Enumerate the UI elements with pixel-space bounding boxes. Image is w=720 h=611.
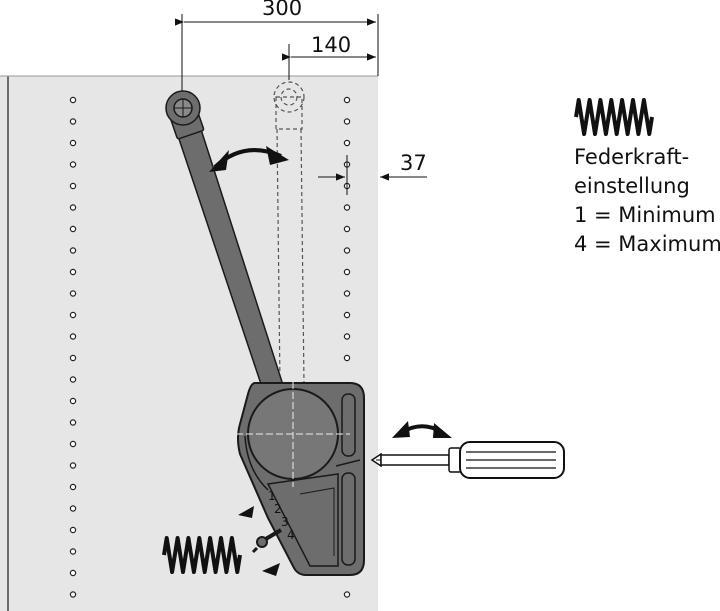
housing-slot-lower: [341, 472, 356, 566]
mounting-hole: [69, 311, 77, 319]
legend-line-3: 1 = Minimum: [574, 203, 716, 227]
mounting-hole: [69, 290, 77, 297]
mounting-hole: [69, 225, 77, 233]
rotation-arrow-head-right: [433, 423, 452, 438]
mounting-hole: [69, 419, 77, 426]
mounting-hole: [343, 204, 351, 211]
mounting-hole: [69, 354, 77, 362]
mounting-hole: [69, 161, 77, 168]
dimension-300: 300: [175, 0, 379, 92]
mounting-hole: [69, 462, 77, 469]
spring-icon-mechanism: [162, 536, 242, 574]
mounting-hole: [69, 376, 77, 383]
spring-icon-legend: [574, 98, 654, 136]
mounting-hole: [69, 505, 77, 512]
mounting-hole: [343, 225, 351, 233]
mounting-hole: [343, 96, 351, 104]
mounting-hole: [69, 397, 77, 405]
mounting-hole: [343, 354, 351, 362]
adjustment-pointer-upper: [238, 506, 254, 518]
housing-slot-upper: [341, 393, 356, 457]
hole-row-left: [69, 96, 77, 598]
adjustment-pointer-lower: [262, 563, 280, 576]
scale-3: 3: [281, 515, 289, 529]
mounting-hole: [343, 268, 351, 276]
adjustment-scale: 1 2 3 4: [268, 489, 295, 542]
mounting-hole: [69, 96, 77, 104]
dimension-140-label: 140: [311, 33, 351, 57]
drum-centre-lines: [236, 382, 350, 487]
arm-swing-arrow-head-left: [209, 150, 229, 172]
legend-line-2: einstellung: [574, 174, 690, 198]
mounting-hole: [343, 118, 351, 125]
adjustment-key: [251, 528, 283, 554]
mounting-hole: [343, 247, 351, 254]
mounting-hole: [69, 182, 77, 190]
mounting-hole: [69, 440, 77, 448]
mounting-hole: [343, 591, 351, 598]
rotation-arrow-head-left: [392, 421, 410, 438]
lift-arm: [165, 90, 284, 388]
lift-arm-alternate-position: [273, 81, 305, 386]
mounting-hole: [69, 118, 77, 125]
mounting-hole: [69, 526, 77, 534]
mounting-hole: [69, 247, 77, 254]
legend-line-4: 4 = Maximum: [574, 232, 720, 256]
dimension-37: 37: [318, 151, 427, 195]
mounting-hole: [343, 139, 351, 147]
mounting-hole: [69, 569, 77, 577]
mounting-hole: [69, 268, 77, 276]
screwdriver: [370, 441, 565, 479]
mounting-hole: [343, 311, 351, 319]
mounting-hole: [69, 483, 77, 491]
legend-line-1: Federkraft-: [574, 145, 690, 169]
mounting-hole: [69, 548, 77, 555]
spring-force-legend: Federkraft- einstellung 1 = Minimum 4 = …: [574, 143, 720, 259]
scale-1: 1: [268, 489, 276, 503]
mounting-hole: [343, 333, 351, 340]
dimension-140: 140: [282, 33, 376, 80]
scale-2: 2: [274, 502, 282, 516]
mounting-hole: [69, 139, 77, 147]
mounting-hole: [343, 290, 351, 297]
arm-swing-arrow-head-right: [266, 146, 289, 165]
mounting-hole: [69, 591, 77, 598]
dimension-37-label: 37: [400, 151, 427, 175]
dimension-300-label: 300: [262, 0, 302, 20]
mounting-hole: [69, 204, 77, 211]
mounting-hole: [69, 333, 77, 340]
scale-4: 4: [287, 528, 295, 542]
